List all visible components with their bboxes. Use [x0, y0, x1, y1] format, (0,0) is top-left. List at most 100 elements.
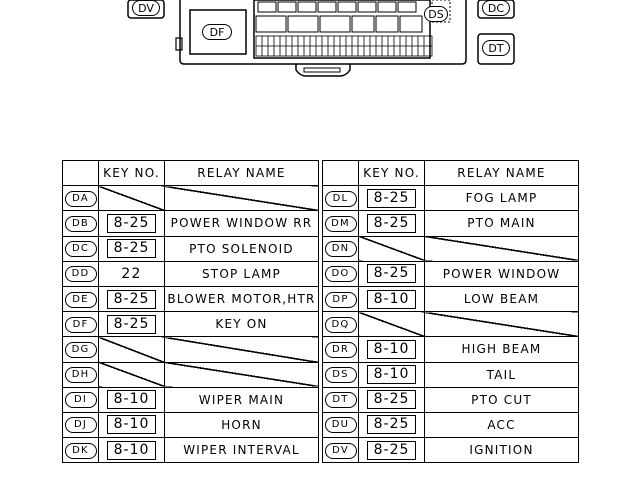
relay-tag: DE	[64, 291, 97, 308]
relay-name-cell	[424, 311, 579, 338]
key-no-cell: 8-10	[98, 386, 165, 413]
relay-name: POWER WINDOW RR	[170, 216, 313, 231]
relay-tag-cell: DG	[62, 336, 99, 363]
relay-tag-cell: DV	[322, 437, 359, 464]
relay-tag-cell: DO	[322, 260, 359, 287]
relay-dt-block	[477, 33, 515, 65]
key-no-cell: 8-10	[98, 437, 165, 464]
relay-tag: DM	[324, 215, 357, 232]
key-no-cell: 8-10	[98, 411, 165, 439]
key-no: 8-10	[366, 289, 417, 309]
relay-tag: DT	[324, 392, 357, 409]
key-no-cell	[98, 361, 165, 388]
relay-tag-cell: DA	[62, 185, 99, 212]
header-key-no: KEY NO.	[98, 159, 165, 187]
relay-name-cell: HORN	[164, 411, 319, 439]
housing-outline	[179, 0, 467, 65]
relay-tag-cell: DB	[62, 210, 99, 237]
table-row: DQ	[322, 311, 579, 338]
table-row: DP 8-10 LOW BEAM	[322, 285, 579, 313]
key-no: 8-25	[106, 289, 157, 309]
relay-tag: DJ	[64, 417, 97, 434]
table-row: DN	[322, 235, 579, 262]
key-no: 8-25	[366, 188, 417, 208]
relay-tag: DG	[64, 341, 97, 358]
relay-dv-block	[127, 0, 165, 19]
relay-tag-cell: DH	[62, 361, 99, 388]
key-no-cell: 8-25	[358, 386, 425, 413]
key-no: 8-10	[106, 440, 157, 460]
relay-tag: DF	[64, 316, 97, 333]
relay-box-drawing	[127, 0, 515, 77]
fuse-grid	[253, 0, 431, 59]
relay-name: BLOWER MOTOR,HTR	[167, 292, 316, 307]
key-no: 8-10	[106, 390, 157, 410]
relay-tag-cell: DM	[322, 210, 359, 237]
relay-name: WIPER MAIN	[198, 392, 285, 407]
key-no: 8-25	[366, 213, 417, 233]
table-row: DB 8-25 POWER WINDOW RR	[62, 210, 319, 237]
key-no-cell: 8-25	[98, 210, 165, 237]
relay-name-cell	[164, 185, 319, 212]
relay-tag: DV	[324, 442, 357, 459]
relay-name: FOG LAMP	[465, 191, 538, 206]
relay-name-cell: HIGH BEAM	[424, 336, 579, 363]
relay-name: WIPER INTERVAL	[183, 443, 300, 458]
relay-name-cell: PTO CUT	[424, 386, 579, 413]
key-no-cell: 8-25	[98, 235, 165, 262]
relay-name: ACC	[487, 417, 516, 432]
table-row: DG	[62, 336, 319, 363]
relay-tag-cell: DP	[322, 285, 359, 313]
key-no: 8-25	[106, 213, 157, 233]
relay-name: PTO SOLENOID	[189, 241, 294, 256]
key-no-cell: 8-10	[358, 336, 425, 363]
relay-name-cell: IGNITION	[424, 437, 579, 464]
relay-tag-cell: DI	[62, 386, 99, 413]
relay-tag-cell: DJ	[62, 411, 99, 439]
relay-name: STOP LAMP	[201, 266, 281, 281]
key-no-cell: 8-25	[358, 210, 425, 237]
relay-tag: DQ	[324, 316, 357, 333]
relay-name-cell: POWER WINDOW	[424, 260, 579, 287]
fuse-row-bottom	[255, 35, 433, 57]
key-no-cell: 22	[98, 260, 165, 287]
header-relay-name: RELAY NAME	[424, 159, 579, 187]
label-dv: DV	[132, 0, 160, 16]
table-row: DV 8-25 IGNITION	[322, 437, 579, 464]
key-no-cell: 8-10	[358, 285, 425, 313]
table-row: DE 8-25 BLOWER MOTOR,HTR	[62, 285, 319, 313]
relay-name-cell: WIPER MAIN	[164, 386, 319, 413]
relay-name-cell: STOP LAMP	[164, 260, 319, 287]
relay-tag: DH	[64, 367, 97, 384]
relay-name-cell: KEY ON	[164, 311, 319, 338]
relay-name-cell	[424, 235, 579, 262]
header-key-no: KEY NO.	[358, 159, 425, 187]
relay-tag: DC	[64, 241, 97, 258]
key-no: 8-25	[366, 440, 417, 460]
relay-tag-cell: DQ	[322, 311, 359, 338]
relay-name: HORN	[221, 417, 262, 432]
relay-name: LOW BEAM	[463, 292, 540, 307]
relay-tag-cell: DS	[322, 361, 359, 388]
relay-tag-cell: DD	[62, 260, 99, 287]
relay-tag-cell: DE	[62, 285, 99, 313]
table-header-row: KEY NO. RELAY NAME	[62, 159, 319, 187]
relay-tag: DI	[64, 392, 97, 409]
left-tab	[175, 37, 183, 51]
key-no-cell: 8-25	[98, 285, 165, 313]
header-tag	[62, 159, 99, 187]
key-no-cell	[358, 311, 425, 338]
relay-name: HIGH BEAM	[461, 342, 542, 357]
relay-name: IGNITION	[469, 443, 534, 458]
label-dt: DT	[482, 40, 510, 56]
key-no: 8-25	[366, 264, 417, 284]
relay-name: TAIL	[486, 367, 517, 382]
fuse-row-middle	[255, 15, 423, 33]
